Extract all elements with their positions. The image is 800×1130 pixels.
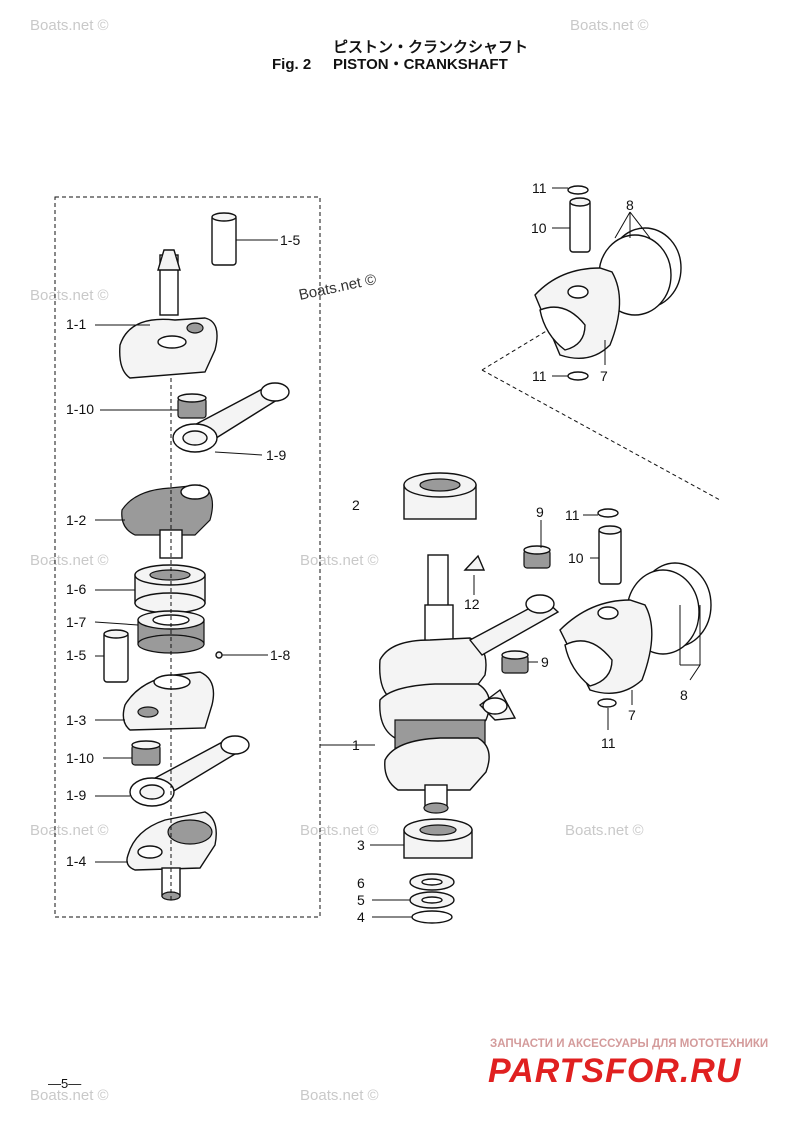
crank-web-middle (121, 484, 213, 559)
piston-pin (569, 199, 591, 253)
callout-1-8: 1-8 (270, 647, 290, 663)
callout-1-4: 1-4 (66, 853, 86, 869)
circlip (597, 508, 619, 518)
title-japanese: ピストン・クランクシャフト (333, 38, 528, 56)
watermark: Boats.net © (30, 287, 109, 304)
watermark: Boats.net © (30, 552, 109, 569)
crank-web-bottom (126, 811, 217, 901)
callout-1-6: 1-6 (66, 581, 86, 597)
page-number: —5— (48, 1076, 81, 1091)
callout-1-9: 1-9 (66, 787, 86, 803)
callout-7: 7 (628, 707, 636, 723)
assembly-link-line (481, 329, 721, 501)
watermark: Boats.net © (565, 822, 644, 839)
callout-11: 11 (532, 368, 547, 384)
callout-10: 10 (531, 220, 547, 236)
exploded-crankshaft-frame (54, 196, 321, 918)
needle-bearing-upper (177, 393, 207, 419)
watermarks: Boats.net © Boats.net © Boats.net © Boat… (30, 17, 649, 1104)
right-leaders (370, 520, 542, 918)
callout-4: 4 (357, 909, 365, 925)
crank-pin-lower (103, 629, 129, 683)
callout-8: 8 (626, 197, 634, 213)
left-leaders (94, 239, 278, 900)
callout-11: 11 (565, 507, 580, 523)
callout-11: 11 (532, 180, 547, 196)
watermark: Boats.net © (300, 1087, 379, 1104)
watermark: Boats.net © (30, 17, 109, 34)
crank-pin-upper (211, 212, 237, 266)
watermark: Boats.net © (570, 17, 649, 34)
crankshaft-assembly (379, 472, 560, 924)
watermark: Boats.net © (30, 822, 109, 839)
piston-assembly-lower (559, 508, 712, 730)
callout-7: 7 (600, 368, 608, 384)
callout-1-3: 1-3 (66, 712, 86, 728)
callout-1-10: 1-10 (66, 401, 94, 417)
circlip (567, 371, 589, 381)
brand-tagline: ЗАПЧАСТИ И АКСЕССУАРЫ ДЛЯ МОТОТЕХНИКИ (490, 1038, 768, 1050)
callout-11: 11 (601, 735, 616, 751)
circlip (597, 698, 617, 708)
watermark-dark: Boats.net © (297, 271, 377, 304)
piston-assembly-upper (534, 185, 682, 381)
center-ball-bearing (134, 564, 206, 614)
callout-9: 9 (536, 504, 544, 520)
connecting-rod-lower (129, 735, 250, 807)
piston-pin (598, 527, 622, 585)
callout-1-9: 1-9 (266, 447, 286, 463)
connecting-rod-upper (172, 382, 290, 453)
callout-6: 6 (357, 875, 365, 891)
callout-1-5: 1-5 (280, 232, 300, 248)
callout-1-2: 1-2 (66, 512, 86, 528)
callout-10: 10 (568, 550, 584, 566)
callout-12: 12 (464, 596, 480, 612)
callout-3: 3 (357, 837, 365, 853)
callout-5: 5 (357, 892, 365, 908)
watermark: Boats.net © (300, 552, 379, 569)
callout-8: 8 (680, 687, 688, 703)
callout-1-7: 1-7 (66, 614, 86, 630)
crank-web-upper (119, 249, 218, 379)
callout-1-10: 1-10 (66, 750, 94, 766)
figure-number: Fig. 2 (272, 56, 311, 73)
circlip (567, 185, 589, 195)
callout-9: 9 (541, 654, 549, 670)
needle-bearing-lower (131, 740, 161, 766)
callout-1-5: 1-5 (66, 647, 86, 663)
callout-1-1: 1-1 (66, 316, 86, 332)
callout-1: 1 (352, 737, 360, 753)
title-english: PISTON・CRANKSHAFT (333, 56, 508, 73)
callout-2: 2 (352, 497, 360, 513)
crank-web-lower-upper (122, 671, 215, 731)
watermark: Boats.net © (30, 1087, 109, 1104)
brand-logo: PARTSFOR.RU (488, 1052, 742, 1090)
dowel-pin (215, 651, 223, 659)
watermark: Boats.net © (300, 822, 379, 839)
